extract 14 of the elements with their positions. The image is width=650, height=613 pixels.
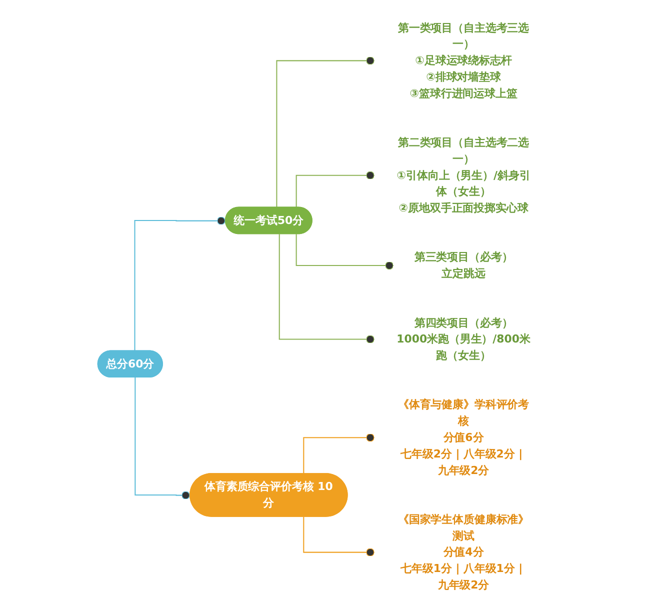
node-text: 第二类项目（自主选考二选一） ①引体向上（男生）/斜身引体（女生） ②原地双手正面投掷实心球 bbox=[396, 136, 530, 214]
node-text: 第一类项目（自主选考三选一） ①足球运球绕标志杆 ②排球对墙垫球 ③篮球行进间运球上篮 bbox=[398, 21, 530, 100]
connector bbox=[303, 433, 375, 474]
node-text: 《体育与健康》学科评价考核 分值6分 七年级2分 | 八年级2分 | 九年级2分 bbox=[398, 398, 530, 477]
connector bbox=[278, 234, 375, 344]
connector bbox=[276, 56, 375, 208]
connector bbox=[134, 216, 226, 351]
node-text: 第四类项目（必考） 1000米跑（男生）/800米跑（女生） bbox=[396, 316, 530, 362]
connector bbox=[303, 516, 375, 556]
connector bbox=[296, 234, 394, 270]
node-text: 《国家学生体质健康标准》测试 分值4分 七年级1分 | 八年级1分 | 九年级2分 bbox=[398, 512, 530, 592]
connector bbox=[134, 378, 190, 500]
connector bbox=[296, 171, 375, 208]
node-text: 第三类项目（必考） 立定跳远 bbox=[414, 250, 513, 280]
